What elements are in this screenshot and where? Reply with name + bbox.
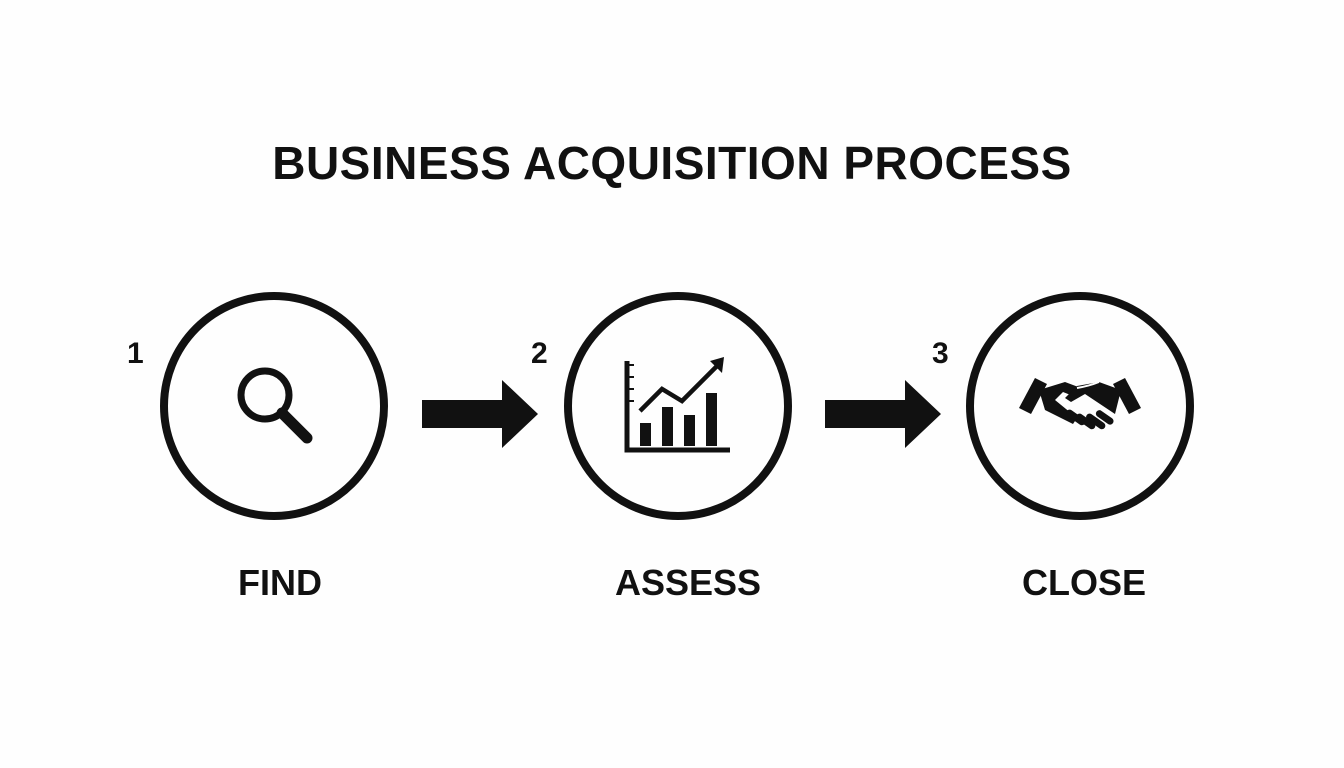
step-3-number: 3 — [932, 337, 949, 370]
diagram-title: BUSINESS ACQUISITION PROCESS — [272, 137, 1072, 189]
step-1-label: FIND — [238, 562, 322, 603]
magnifying-glass-icon — [237, 367, 313, 444]
step-2-label: ASSESS — [614, 562, 762, 603]
arrow-right-icon — [422, 380, 538, 448]
step-1-circle — [160, 292, 388, 520]
bar-chart-trend-icon — [624, 357, 730, 453]
step-3-circle — [966, 292, 1194, 520]
step-1-number: 1 — [127, 337, 144, 370]
step-2-circle — [564, 292, 792, 520]
handshake-icon — [1019, 378, 1141, 430]
step-3-label: CLOSE — [1021, 562, 1146, 603]
step-2-number: 2 — [531, 337, 548, 370]
arrow-right-icon — [825, 380, 941, 448]
